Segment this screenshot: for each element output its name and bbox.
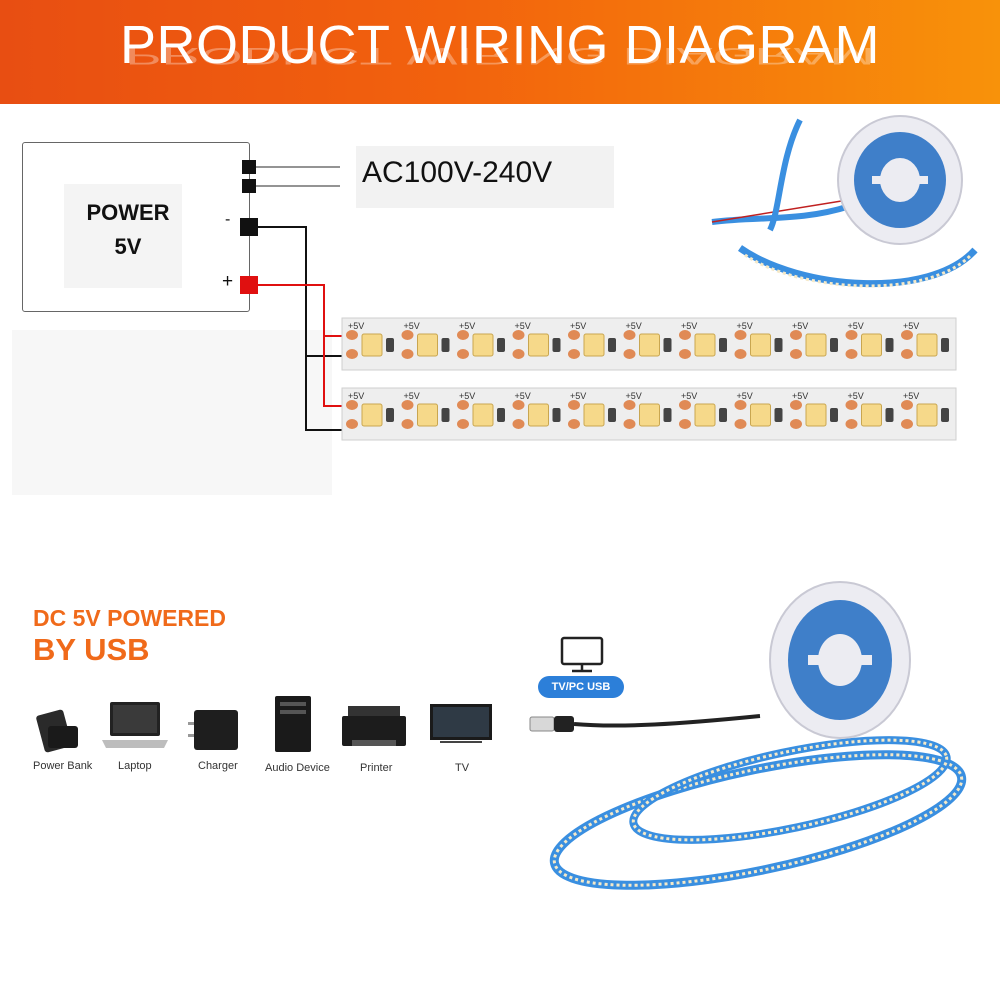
pad-voltage-label: +5V (792, 321, 808, 331)
audio-device-label: Audio Device (265, 762, 330, 774)
laptop-label: Laptop (118, 760, 152, 772)
strip2-led-cell: +5V (790, 391, 838, 429)
power-supply-label: POWER 5V (64, 196, 192, 264)
charger-label: Charger (198, 760, 238, 772)
pad-voltage-label: +5V (737, 391, 753, 401)
audio-device-icon (275, 696, 311, 752)
strip2-led-cell: +5V (346, 391, 394, 429)
pad-voltage-label: +5V (348, 391, 364, 401)
voltage-label: 5V (114, 234, 142, 259)
power-bank-label: Power Bank (33, 760, 93, 772)
pad-voltage-label: +5V (626, 321, 642, 331)
ac-input-label: AC100V-240V (362, 156, 553, 189)
strip2-led-cell: +5V (623, 391, 672, 429)
pad-voltage-label: +5V (348, 321, 364, 331)
strip2-led-cell: +5V (457, 391, 505, 429)
positive-terminal (240, 276, 258, 294)
strip1-led-cell: +5V (679, 321, 727, 359)
tv-pc-usb-badge: TV/PC USB (538, 676, 624, 698)
strip1-led-cell: +5V (734, 321, 783, 359)
strip2-led-cell: +5V (845, 391, 894, 429)
pad-voltage-label: +5V (570, 321, 586, 331)
pad-voltage-label: +5V (792, 391, 808, 401)
strip1-led-cell: +5V (401, 321, 450, 359)
header-banner: PRODUCT WIRING DIAGRAM PRODUCT WIRING DI… (0, 0, 1000, 104)
strip1-led-cell: +5V (790, 321, 838, 359)
pad-voltage-label: +5V (681, 391, 697, 401)
strip2-led-cell: +5V (679, 391, 727, 429)
tv-label: TV (455, 762, 470, 774)
strip1-led-cell: +5V (457, 321, 505, 359)
power-bank-icon (36, 709, 78, 753)
pad-voltage-label: +5V (737, 321, 753, 331)
pad-voltage-label: +5V (515, 391, 531, 401)
pad-voltage-label: +5V (848, 391, 864, 401)
pad-voltage-label: +5V (570, 391, 586, 401)
ac-label-panel (356, 146, 614, 208)
pad-voltage-label: +5V (903, 391, 919, 401)
led-reel-top (711, 115, 978, 288)
led-strip-1: +5V +5V +5V +5V +5V +5V +5V +5V +5V +5V +5V (341, 317, 957, 371)
pad-voltage-label: +5V (515, 321, 531, 331)
strip2-led-cell: +5V (901, 391, 949, 429)
pad-voltage-label: +5V (459, 321, 475, 331)
pad-voltage-label: +5V (404, 391, 420, 401)
led-reel-bottom (549, 581, 967, 890)
strip2-led-cell: +5V (734, 391, 783, 429)
strip1-led-cell: +5V (346, 321, 394, 359)
strip2-led-cell: +5V (512, 391, 561, 429)
usb-heading-line2: BY USB (33, 632, 150, 667)
charger-icon (188, 710, 238, 750)
minus-terminal-label: - (225, 211, 231, 228)
usb-cable (529, 714, 761, 732)
page-title: PRODUCT WIRING DIAGRAM (119, 15, 880, 75)
plus-terminal-label: + (222, 271, 234, 292)
printer-label: Printer (360, 762, 393, 774)
led-strip-2: +5V +5V +5V +5V +5V +5V +5V +5V +5V +5V +5V (341, 387, 957, 441)
pad-voltage-label: +5V (626, 391, 642, 401)
printer-icon (342, 706, 406, 746)
tv-icon (430, 704, 492, 743)
strip1-led-cell: +5V (623, 321, 672, 359)
pad-voltage-label: +5V (681, 321, 697, 331)
red-wire (258, 284, 344, 407)
power-label: POWER (86, 200, 170, 225)
ac-terminals (242, 160, 340, 193)
pad-voltage-label: +5V (459, 391, 475, 401)
strip2-led-cell: +5V (568, 391, 616, 429)
strip1-led-cell: +5V (901, 321, 949, 359)
pad-voltage-label: +5V (903, 321, 919, 331)
power-supply-label-panel (64, 184, 182, 288)
black-wire (258, 226, 344, 431)
pad-voltage-label: +5V (848, 321, 864, 331)
strip1-led-cell: +5V (512, 321, 561, 359)
strip1-led-cell: +5V (845, 321, 894, 359)
pad-voltage-label: +5V (404, 321, 420, 331)
negative-terminal (240, 218, 258, 236)
strip1-led-cell: +5V (568, 321, 616, 359)
usb-heading-line1: DC 5V POWERED (33, 605, 226, 631)
strip2-led-cell: +5V (401, 391, 450, 429)
monitor-icon (560, 636, 604, 673)
strip-background-panel (12, 330, 332, 495)
laptop-icon (102, 702, 168, 748)
